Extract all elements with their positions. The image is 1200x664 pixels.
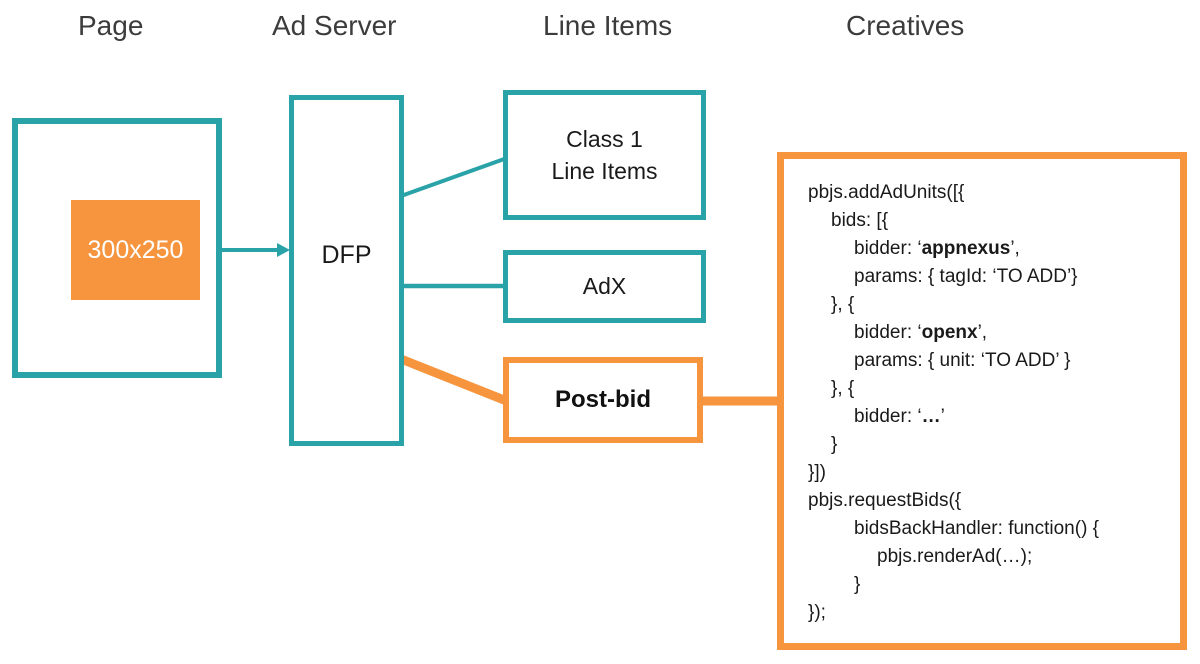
column-header-line-items: Line Items bbox=[543, 10, 673, 41]
code-line: pbjs.requestBids({ bbox=[808, 490, 962, 511]
column-header-creatives: Creatives bbox=[846, 10, 965, 41]
code-line: bidder: ‘…’ bbox=[854, 406, 945, 427]
code-line: bidder: ‘appnexus’, bbox=[854, 238, 1020, 259]
code-line: } bbox=[831, 434, 838, 455]
dfp-label: DFP bbox=[321, 241, 372, 269]
creatives-code-box bbox=[777, 152, 1187, 650]
ad-slot-label: 300x250 bbox=[87, 235, 184, 264]
post-bid-label: Post-bid bbox=[555, 386, 651, 413]
connector-dfp-to-class1 bbox=[400, 156, 508, 198]
column-header-page: Page bbox=[78, 10, 144, 41]
arrowhead-slot-to-dfp bbox=[277, 243, 290, 257]
class-1-line-items-label: Class 1 Line Items bbox=[551, 126, 658, 184]
connector-dfp-to-postbid bbox=[399, 354, 511, 407]
class-1-line-items-box: Class 1 Line Items bbox=[503, 90, 706, 220]
code-line: bidder: ‘openx’, bbox=[854, 322, 988, 343]
code-line: }, { bbox=[831, 294, 855, 315]
adx-label: AdX bbox=[582, 273, 627, 299]
code-line: }]) bbox=[808, 462, 826, 483]
ad-slot-300x250: 300x250 bbox=[71, 200, 200, 300]
code-line: pbjs.addAdUnits([{ bbox=[808, 182, 965, 203]
column-header-ad-server: Ad Server bbox=[272, 10, 397, 41]
code-line: bids: [{ bbox=[831, 210, 889, 231]
post-bid-box: Post-bid bbox=[503, 357, 703, 443]
dfp-box: DFP bbox=[289, 95, 404, 446]
code-line: params: { unit: ‘TO ADD’ } bbox=[854, 350, 1071, 371]
code-line: params: { tagId: ‘TO ADD’} bbox=[854, 266, 1078, 287]
code-line: bidsBackHandler: function() { bbox=[854, 518, 1100, 539]
code-line: pbjs.renderAd(…); bbox=[877, 546, 1033, 567]
code-line: }, { bbox=[831, 378, 855, 399]
code-block: pbjs.addAdUnits([{ bids: [{ bidder: ‘appne… bbox=[784, 179, 1180, 627]
adx-box: AdX bbox=[503, 250, 706, 323]
code-line: }); bbox=[808, 602, 826, 623]
code-line: } bbox=[854, 574, 861, 595]
